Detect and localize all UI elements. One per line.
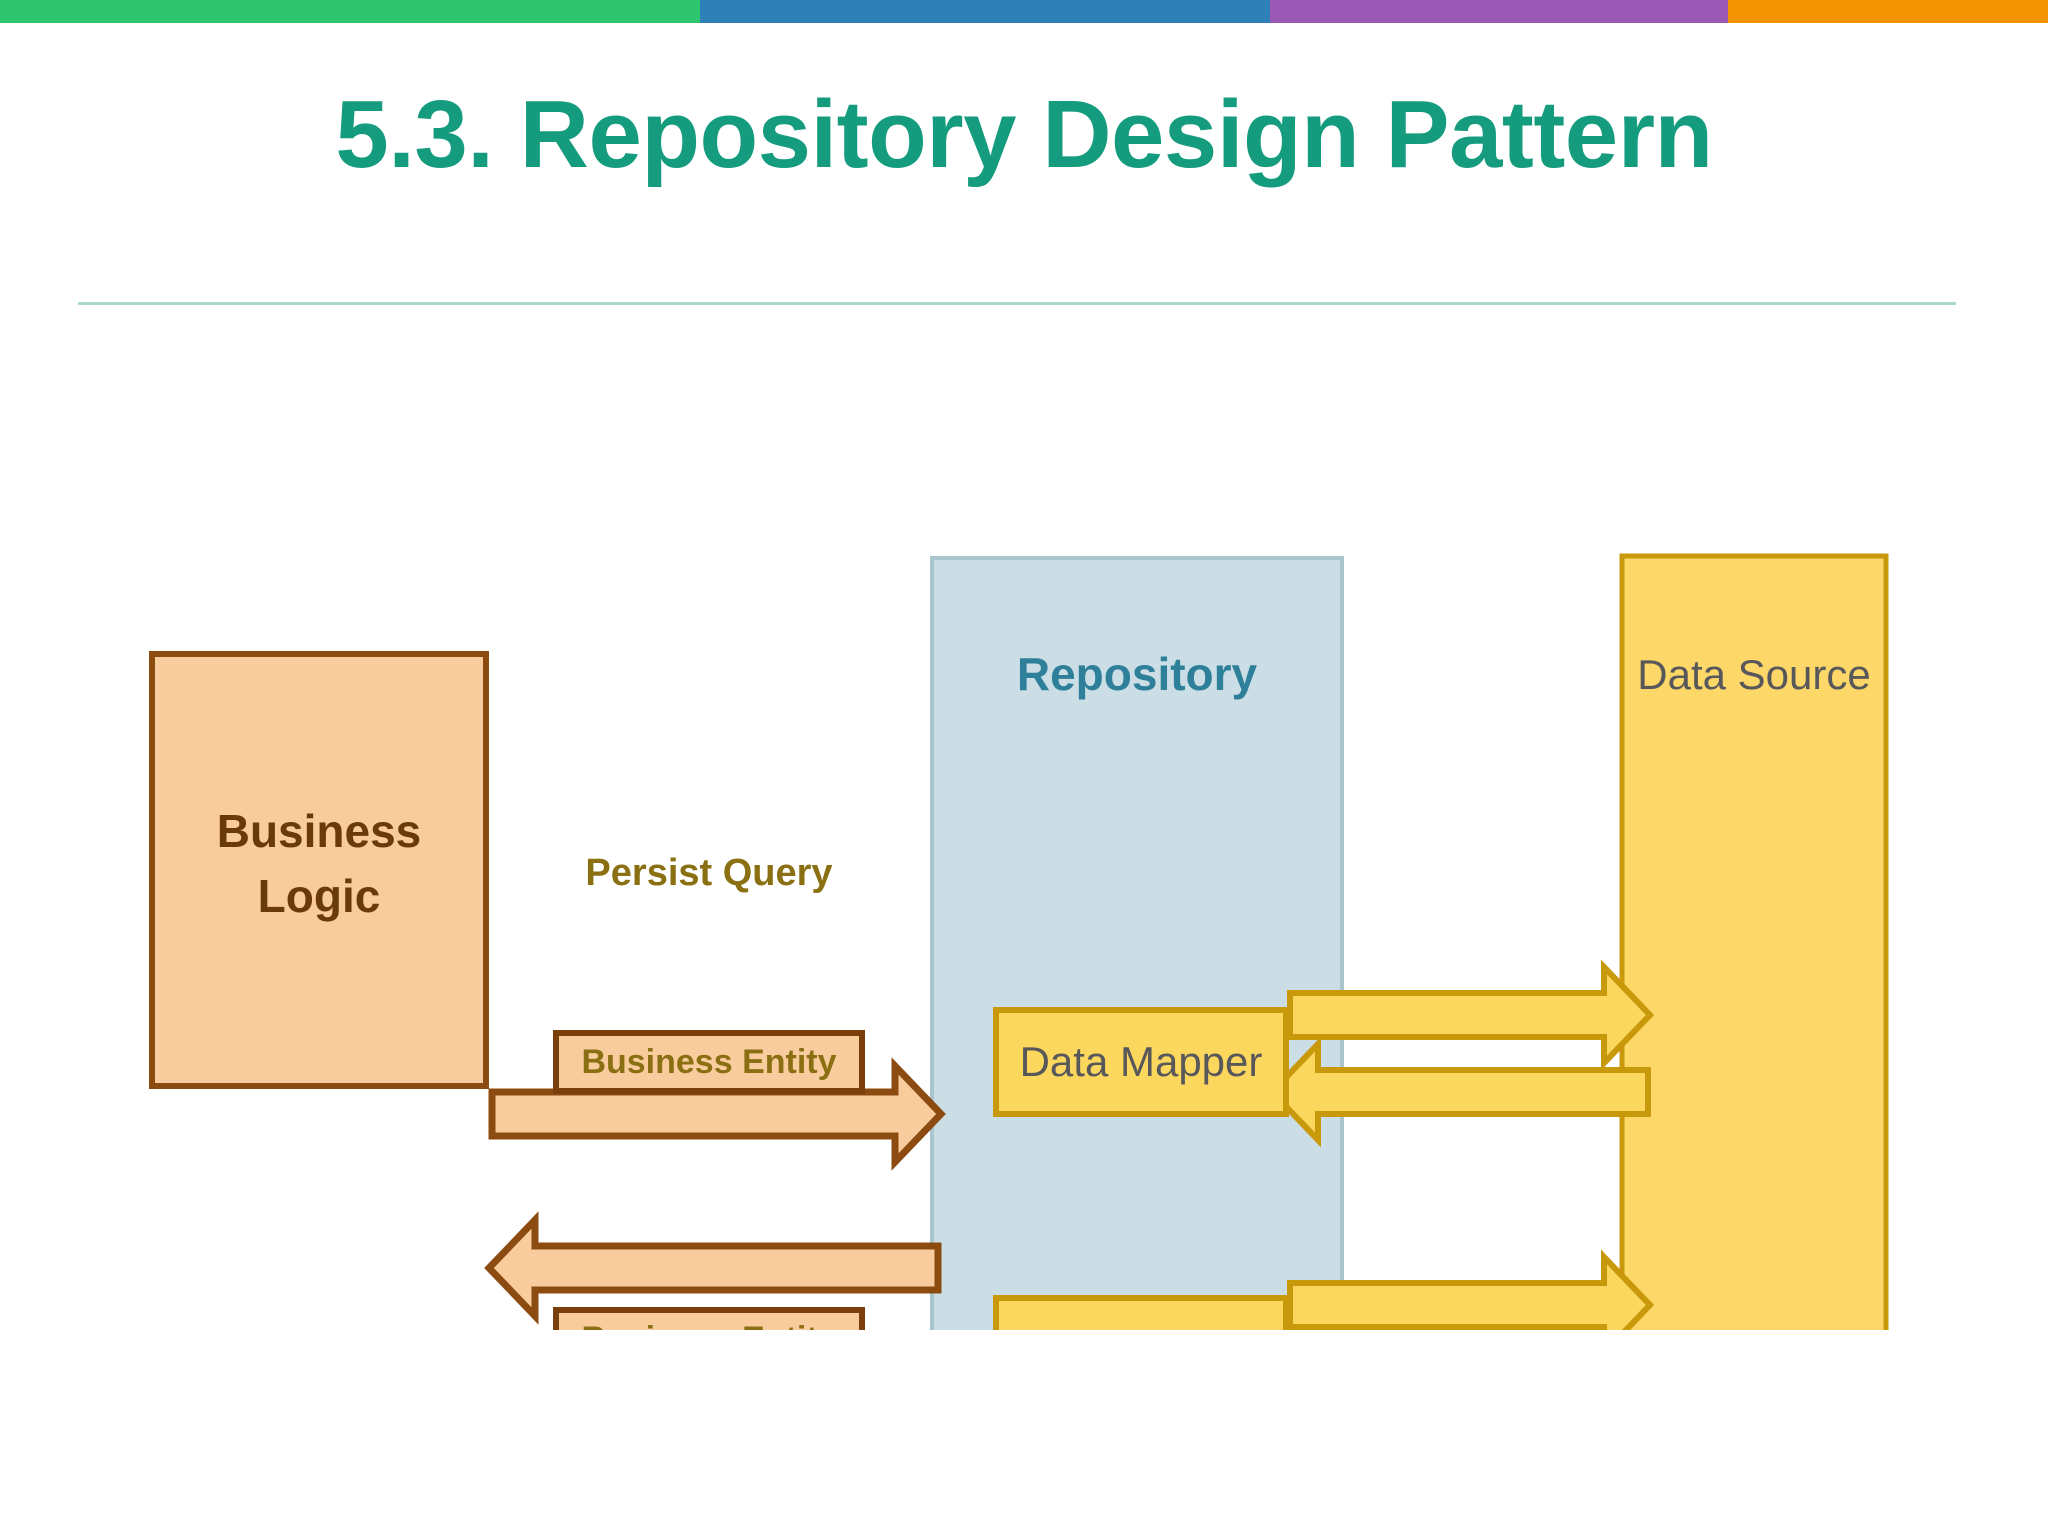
node-query-object[interactable]: Query Object: [993, 1295, 1289, 1330]
business-logic-outline: [149, 651, 489, 1089]
page-title: 5.3. Repository Design Pattern: [335, 81, 1713, 188]
top-accent-bar: [0, 0, 2048, 23]
query-object-rect: [993, 1295, 1289, 1330]
repository-panel-rect: [930, 556, 1344, 1330]
accent-segment-blue: [700, 0, 1270, 23]
data-source-label: Data Source: [1637, 651, 1870, 698]
business-entity-bottom-label: Business Entity: [581, 1320, 836, 1330]
edge-label-business-entity-bottom: Business Entity: [553, 1307, 865, 1330]
business-entity-top-label: Business Entity: [581, 1043, 836, 1081]
repository-pattern-diagram: Repository Data Source Data Mapper: [0, 330, 2048, 1330]
accent-segment-purple: [1270, 0, 1728, 23]
node-data-source[interactable]: Data Source: [1619, 553, 1889, 1330]
node-business-logic[interactable]: Business Logic: [149, 651, 489, 1089]
node-repository-panel[interactable]: Repository: [930, 556, 1344, 1330]
accent-segment-green: [0, 0, 700, 23]
title-divider: [78, 302, 1956, 305]
arrow-mapper-to-source: [1287, 959, 1655, 1071]
business-logic-label-line1: Business: [217, 805, 422, 857]
data-mapper-rect: [993, 1007, 1289, 1117]
business-logic-label-line2: Logic: [258, 870, 381, 922]
edge-label-persist-query: Persist Query: [585, 852, 832, 894]
arrow-query-to-source: [1287, 1249, 1655, 1330]
arrow-business-logic-to-repository: [488, 1057, 946, 1171]
node-data-mapper[interactable]: Data Mapper: [993, 1007, 1289, 1117]
business-entity-bottom-rect: [553, 1307, 865, 1330]
arrow-repository-to-business-logic: [484, 1211, 942, 1325]
arrow-source-to-mapper: [1267, 1036, 1651, 1148]
edge-label-business-entity-top: Business Entity: [553, 1030, 865, 1094]
repository-panel-label: Repository: [1017, 648, 1258, 700]
data-mapper-label: Data Mapper: [1020, 1038, 1263, 1085]
business-entity-top-rect: [553, 1030, 865, 1094]
accent-segment-orange: [1728, 0, 2048, 23]
query-object-label: Query Object: [1017, 1326, 1265, 1330]
data-source-rect: [1619, 553, 1889, 1330]
